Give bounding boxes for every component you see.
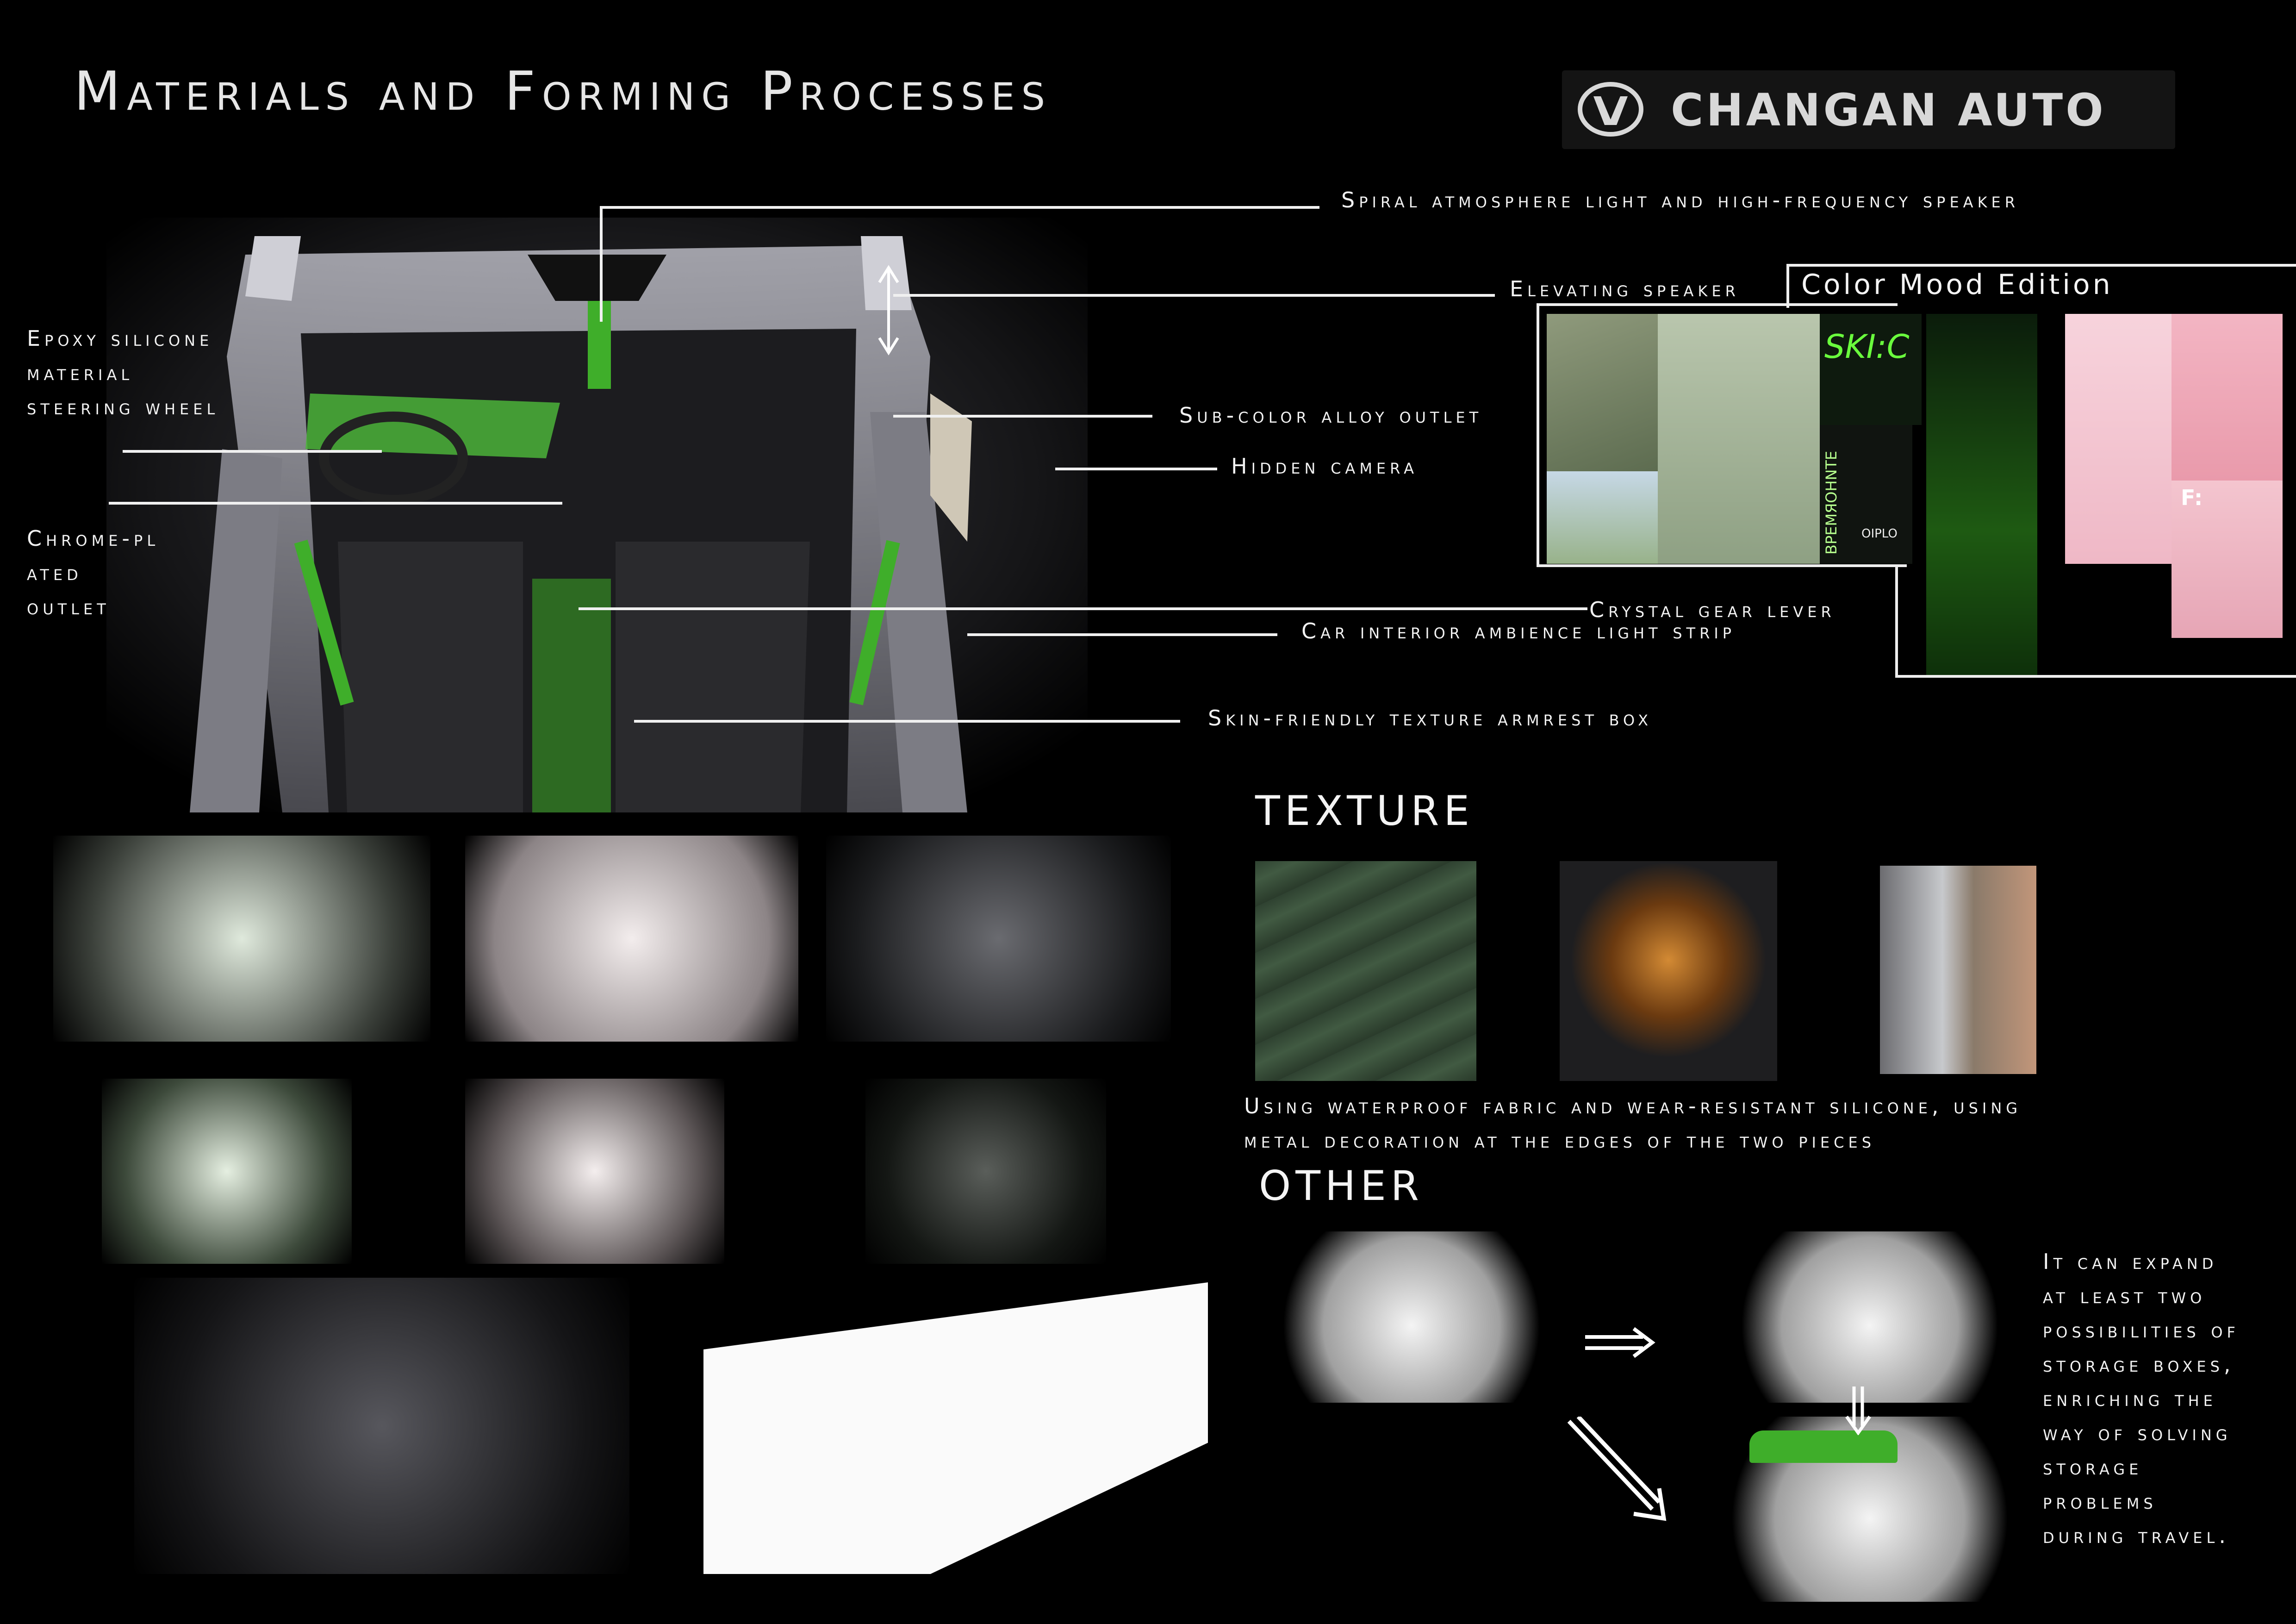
callout-line-elevating <box>893 294 1495 297</box>
texture-fabric <box>1255 861 1476 1081</box>
mood-swatch-dark-neon: SKI:C <box>1820 314 1922 425</box>
callout-crystal-gear: Crystal gear lever <box>1589 597 1836 622</box>
other-description-line-8: problems <box>2043 1489 2157 1514</box>
callout-line-ambience <box>967 633 1277 636</box>
texture-metal <box>1880 866 2036 1074</box>
color-mood-frame-bottom-left <box>1537 564 1907 567</box>
render-top-view <box>134 1278 629 1574</box>
callout-chrome-line-2: ated <box>27 560 82 585</box>
render-exploded-view-white <box>703 1282 1208 1574</box>
callout-epoxy-line-1: Epoxy silicone <box>27 326 213 351</box>
texture-silicone <box>1560 861 1777 1081</box>
brand-name: CHANGAN AUTO <box>1671 84 2106 136</box>
callout-epoxy-line-3: steering wheel <box>27 394 219 419</box>
render-interior-green <box>826 836 1171 1042</box>
render-side-green <box>865 1079 1106 1264</box>
arrow-down-icon <box>1845 1387 1871 1435</box>
other-description-line-2: at least two <box>2043 1283 2206 1308</box>
render-side-pink <box>465 1079 724 1264</box>
page-title: Materials and Forming Processes <box>74 60 1052 123</box>
callout-chrome-line-1: Chrome-pl <box>27 526 160 551</box>
callout-ambience-strip: Car interior ambience light strip <box>1301 618 1736 643</box>
render-side-mint <box>102 1079 352 1264</box>
arrow-down-right-icon <box>1567 1417 1667 1521</box>
callout-line-sub-color <box>893 415 1152 418</box>
callout-spiral-light: Spiral atmosphere light and high-frequen… <box>1341 187 2020 212</box>
render-interior-pink <box>465 836 798 1042</box>
changan-v-logo-icon <box>1578 82 1643 137</box>
color-mood-frame-left <box>1537 303 1539 567</box>
sketch-car-roof-box <box>1740 1231 1999 1403</box>
texture-caption: Using waterproof fabric and wear-resista… <box>1244 1089 2022 1157</box>
other-description-line-1: It can expand <box>2043 1249 2218 1274</box>
sketch-car-base <box>1282 1231 1541 1403</box>
mood-swatch-green-room <box>1547 471 1658 564</box>
callout-line-spiral-h <box>600 206 1319 209</box>
callout-sub-color-outlet: Sub-color alloy outlet <box>1179 403 1483 428</box>
other-description-line-5: enriching the <box>2043 1386 2217 1411</box>
callout-chrome-outlet: Chrome-pl ated outlet <box>27 521 159 624</box>
texture-caption-line-1: Using waterproof fabric and wear-resista… <box>1244 1093 2022 1118</box>
color-mood-frame-top <box>1537 303 1898 306</box>
callout-line-armrest <box>634 720 1180 723</box>
mood-swatch-text-f: F: <box>2181 485 2203 510</box>
color-mood-title: Color Mood Edition <box>1801 269 2113 301</box>
other-description: It can expand at least two possibilities… <box>2043 1244 2240 1553</box>
hero-interior-render <box>106 218 1088 812</box>
render-interior-mint <box>53 836 430 1042</box>
texture-title: TEXTURE <box>1255 787 1475 835</box>
mood-swatch-green-glow <box>1926 314 2037 675</box>
mood-swatch-green-chair <box>1547 314 1658 471</box>
callout-armrest: Skin-friendly texture armrest box <box>1208 706 1653 731</box>
callout-chrome-line-3: outlet <box>27 594 110 619</box>
mood-swatch-green-flatlay <box>1658 314 1820 564</box>
arrow-up-down-icon <box>878 265 899 356</box>
other-title: OTHER <box>1259 1162 1424 1210</box>
mood-swatch-text-oiplo: OIPLO <box>1861 527 1898 541</box>
color-mood-frame-right <box>1895 564 1898 678</box>
other-description-line-7: storage <box>2043 1455 2143 1480</box>
callout-line-epoxy <box>123 450 382 453</box>
mood-swatch-poster: BPEMЯOHNTE OIPLO <box>1820 425 1912 564</box>
callout-line-hidden-camera <box>1055 468 1217 470</box>
callout-line-spiral-v <box>600 206 603 322</box>
callout-line-chrome <box>109 502 562 505</box>
brand-logo: CHANGAN AUTO <box>1562 70 2175 149</box>
callout-epoxy-line-2: material <box>27 360 134 385</box>
other-description-line-4: storage boxes, <box>2043 1352 2235 1377</box>
sketch-green-storage <box>1749 1430 1898 1463</box>
color-mood-frame-bottom <box>1895 675 2296 678</box>
texture-caption-line-2: metal decoration at the edges of the two… <box>1244 1128 1876 1153</box>
color-mood-frame-header-top <box>1786 264 2296 267</box>
callout-line-crystal-gear <box>579 607 1587 610</box>
double-arrow-right-icon <box>1585 1327 1655 1358</box>
callout-hidden-camera: Hidden camera <box>1231 454 1418 479</box>
mood-swatch-text-poster: BPEMЯOHNTE <box>1823 450 1840 555</box>
other-description-line-6: way of solving <box>2043 1420 2232 1445</box>
mood-swatch-pink-bottle: F: <box>2172 481 2283 638</box>
other-description-line-9: during travel. <box>2043 1523 2230 1548</box>
other-description-line-3: possibilities of <box>2043 1318 2240 1343</box>
mood-swatch-pink-products <box>2065 314 2172 564</box>
color-mood-frame-header-left <box>1786 264 1789 308</box>
mood-swatch-text-ski: SKI:C <box>1824 328 1910 366</box>
mood-swatch-pink-drop <box>2172 314 2283 481</box>
callout-elevating-speaker: Elevating speaker <box>1510 276 1740 301</box>
callout-epoxy-steering-wheel: Epoxy silicone material steering wheel <box>27 321 219 424</box>
